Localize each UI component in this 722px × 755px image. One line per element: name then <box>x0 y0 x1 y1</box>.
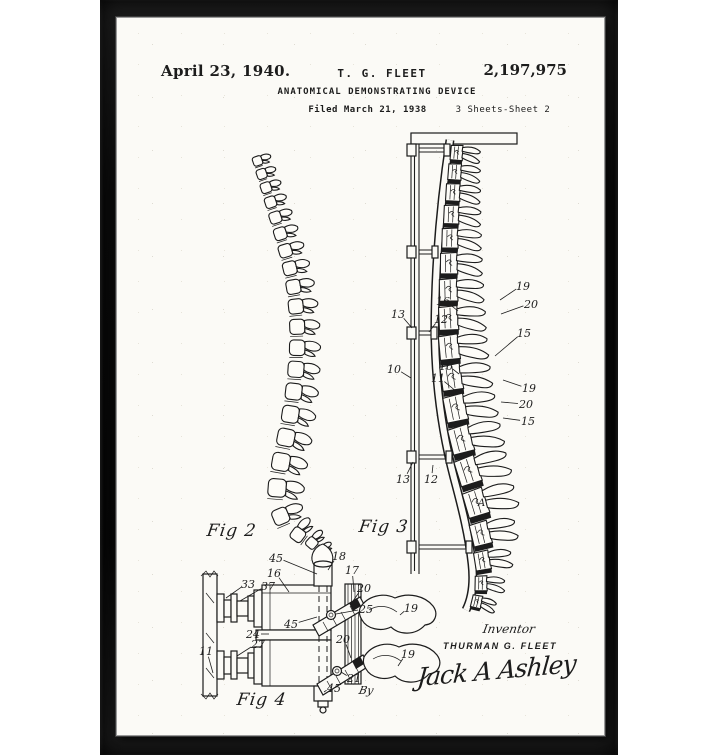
callout-number: 25 <box>358 603 373 616</box>
patent-sheet: April 23, 1940. T. G. FLEET 2,197,975 AN… <box>117 18 604 735</box>
callout-number: 27 <box>250 638 265 651</box>
callout-number: 20 <box>523 298 538 311</box>
callout-number: 20 <box>518 398 533 411</box>
inventor-caption: Inventor <box>482 622 536 636</box>
callout-number: 19 <box>404 602 418 615</box>
callout-number: 45 <box>326 682 341 695</box>
leader-line <box>500 289 516 300</box>
callout-number: 20 <box>335 633 350 646</box>
fig3-label: Fig 3 <box>358 517 410 537</box>
callout-number: 16 <box>436 295 450 308</box>
part-letter-a: A <box>478 498 485 509</box>
callout-number: 33 <box>241 578 255 591</box>
callout-number: 17 <box>345 564 359 577</box>
fig4-joint-detail-drawing <box>201 561 440 713</box>
leader-line <box>501 402 518 404</box>
callout-number: 11 <box>199 645 213 658</box>
callout-number: 11 <box>431 372 445 385</box>
callout-number: 18 <box>332 550 346 563</box>
leader-line <box>501 306 523 314</box>
fig2-spine-drawing <box>252 150 335 570</box>
leader-line <box>503 418 520 420</box>
callout-number: 21 <box>346 672 361 685</box>
callout-number: 15 <box>521 415 535 428</box>
callout-number: 12 <box>434 313 448 326</box>
callout-number: 45 <box>283 618 298 631</box>
callout-number: 20 <box>356 582 371 595</box>
callout-number: 19 <box>522 382 536 395</box>
callout-number: 13 <box>396 473 410 486</box>
picture-frame: April 23, 1940. T. G. FLEET 2,197,975 AN… <box>100 0 618 755</box>
callout-number: 19 <box>401 648 415 661</box>
inventor-name: THURMAN G. FLEET <box>443 641 557 651</box>
callout-number: 10 <box>387 363 401 376</box>
callout-number: 45 <box>268 552 283 565</box>
leader-line <box>432 465 433 473</box>
fig3-device-drawing <box>407 133 521 616</box>
leader-line <box>503 380 521 386</box>
fig4-label: Fig 4 <box>236 690 288 710</box>
callout-number: 19 <box>516 280 530 293</box>
callout-number: 12 <box>424 473 438 486</box>
fig2-label: Fig 2 <box>206 521 258 541</box>
leader-line <box>401 372 411 378</box>
leader-line <box>495 337 518 356</box>
callout-number: 16 <box>267 567 281 580</box>
callout-number: 13 <box>391 308 405 321</box>
by-caption: By <box>358 684 375 697</box>
callout-number: 15 <box>517 327 531 340</box>
callout-number: 37 <box>261 580 275 593</box>
leader-line <box>284 560 318 574</box>
